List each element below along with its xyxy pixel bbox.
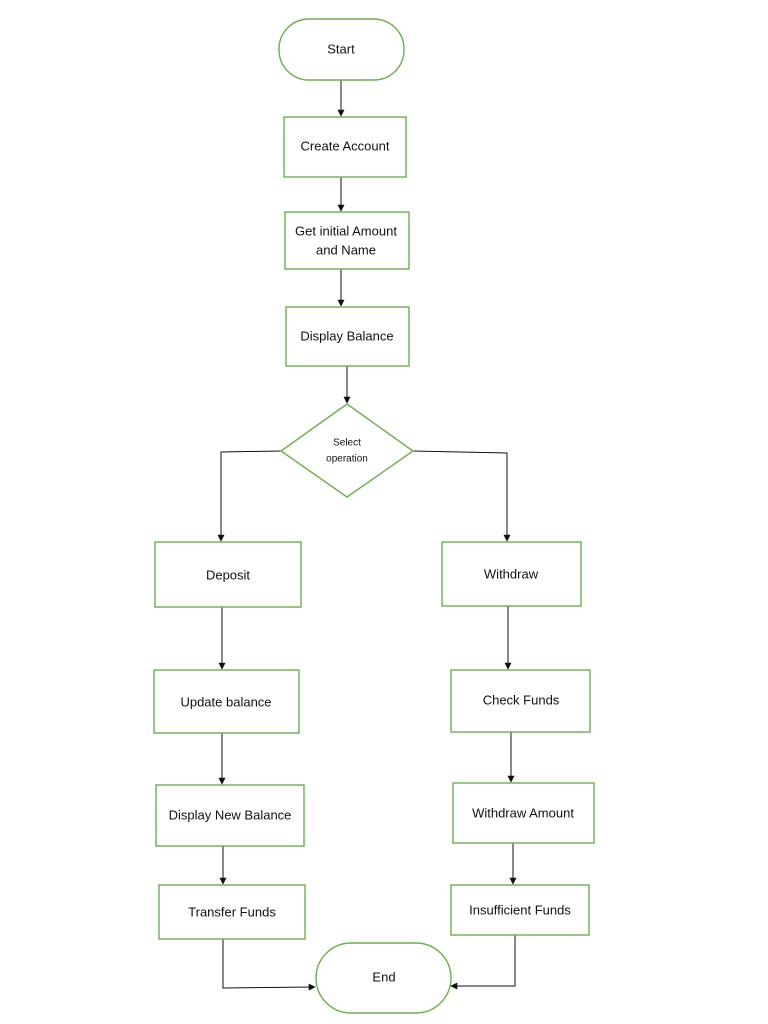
node-display-new-balance: Display New Balance <box>155 784 305 847</box>
node-create-account-label: Create Account <box>301 138 390 153</box>
node-deposit: Deposit <box>154 541 302 608</box>
arrow-select-operation-to-withdraw <box>412 450 511 542</box>
node-transfer-funds: Transfer Funds <box>158 884 306 940</box>
node-end: End <box>315 942 452 1014</box>
node-transfer-funds-label: Transfer Funds <box>188 904 276 919</box>
node-update-balance: Update balance <box>153 669 300 734</box>
node-deposit-label: Deposit <box>206 567 250 582</box>
arrow-insufficient-funds-to-end <box>450 935 516 990</box>
node-select-operation-label-line1: Select <box>333 438 361 449</box>
arrow-select-operation-to-deposit <box>217 450 282 542</box>
node-create-account: Create Account <box>283 116 407 178</box>
node-withdraw-amount: Withdraw Amount <box>452 782 595 844</box>
node-select-operation: Select operation <box>279 403 415 498</box>
node-check-funds: Check Funds <box>450 669 591 733</box>
node-update-balance-label: Update balance <box>180 694 271 709</box>
node-withdraw: Withdraw <box>441 541 582 607</box>
node-withdraw-amount-label: Withdraw Amount <box>472 805 574 820</box>
node-display-balance-label: Display Balance <box>300 328 393 343</box>
node-select-operation-label-line2: operation <box>326 454 368 465</box>
node-display-balance: Display Balance <box>285 306 410 367</box>
node-get-initial-amount: Get initial Amount and Name <box>284 211 410 270</box>
connectors <box>217 80 517 991</box>
node-start: Start <box>278 18 405 81</box>
node-get-initial-label-line2: and Name <box>316 242 376 257</box>
node-check-funds-label: Check Funds <box>483 692 560 707</box>
node-display-new-balance-label: Display New Balance <box>169 807 292 822</box>
node-end-label: End <box>372 969 395 984</box>
node-withdraw-label: Withdraw <box>484 566 539 581</box>
arrow-transfer-funds-to-end <box>222 939 316 991</box>
node-insufficient-funds: Insufficient Funds <box>450 884 590 936</box>
node-get-initial-label-line1: Get initial Amount <box>295 223 397 238</box>
node-insufficient-funds-label: Insufficient Funds <box>469 902 571 917</box>
node-start-label: Start <box>327 41 355 56</box>
